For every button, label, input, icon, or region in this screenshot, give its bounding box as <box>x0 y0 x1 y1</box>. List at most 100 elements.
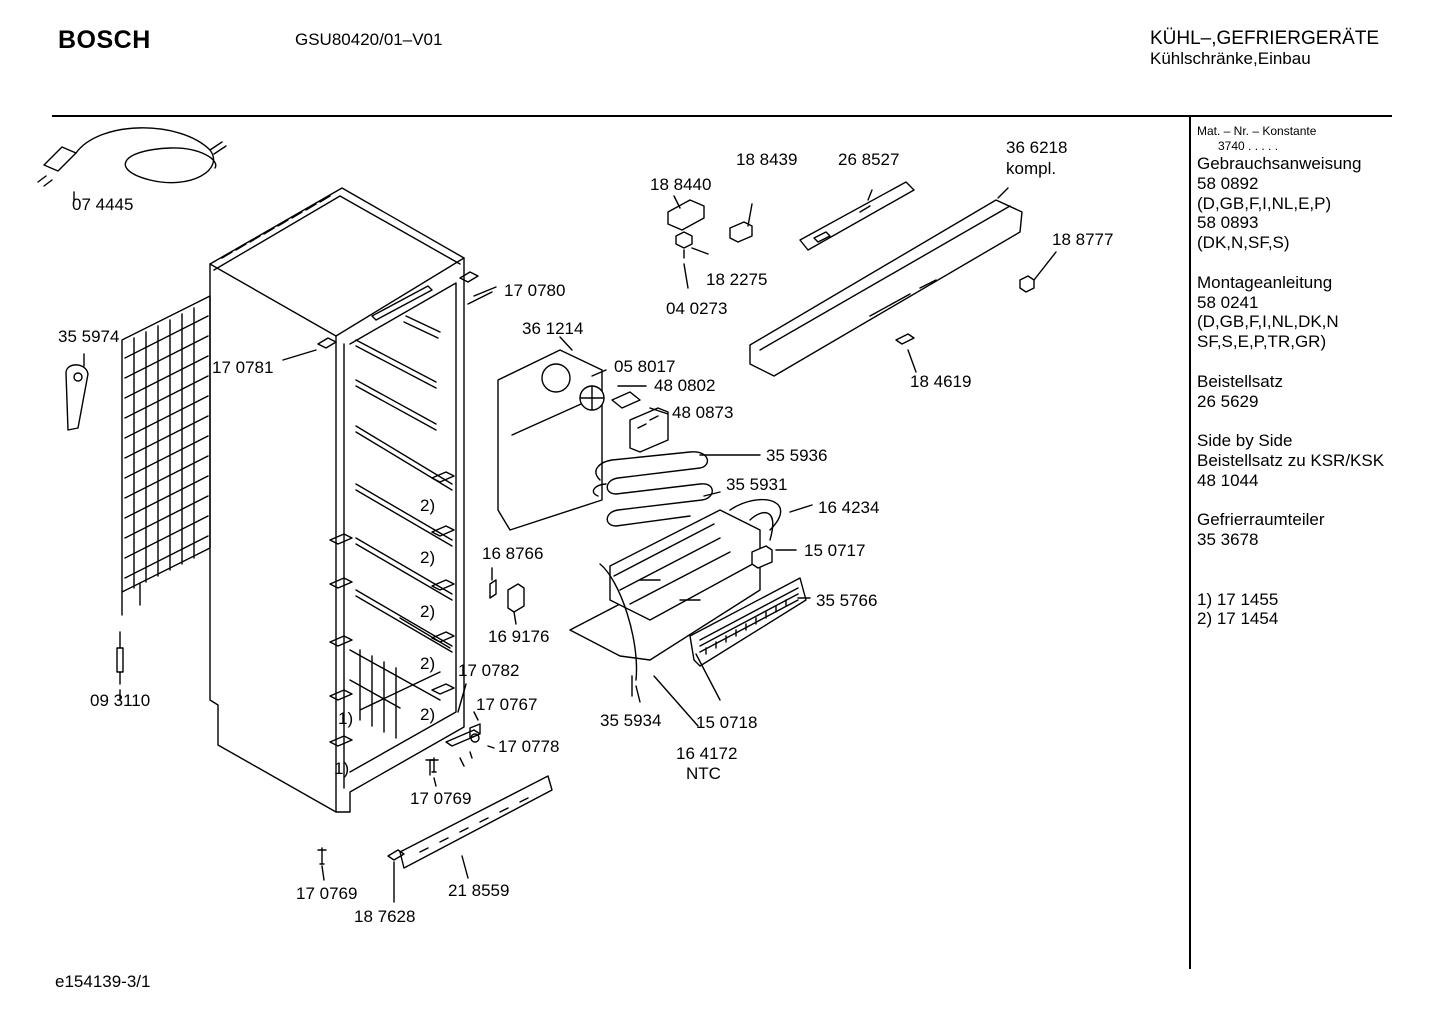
category-subtitle: Kühlschränke,Einbau <box>1150 49 1311 68</box>
footnote-marker: 1) <box>338 709 353 728</box>
sidebar-line: Montageanleitung <box>1197 272 1333 292</box>
motor-bracket-part <box>629 407 669 453</box>
freezer-drawer-part <box>569 509 807 667</box>
sidebar-line: 35 3678 <box>1197 530 1259 550</box>
sidebar-spacer <box>1197 253 1437 273</box>
footnote-marker: 2) <box>420 602 435 621</box>
footnote-marker: 1) <box>334 759 349 778</box>
sidebar-line: Beistellsatz <box>1197 371 1283 391</box>
label-480802: 48 0802 <box>654 376 715 395</box>
callout-labels: 07 4445 35 5974 09 3110 17 0781 17 0780 … <box>58 138 1113 926</box>
sidebar-header: Mat. – Nr. – Konstante <box>1197 124 1317 138</box>
label-164234: 16 4234 <box>818 498 879 517</box>
knob-part <box>1019 275 1035 293</box>
sidebar-line: (D,GB,F,I,NL,E,P) <box>1197 193 1332 213</box>
label-355931: 35 5931 <box>726 475 787 494</box>
sidebar-lines: Gebrauchsanweisung 58 0892 (D,GB,F,I,NL,… <box>1197 154 1437 629</box>
label-355936: 35 5936 <box>766 446 827 465</box>
sidebar-line: 58 0241 <box>1197 292 1259 312</box>
label-150718: 15 0718 <box>696 713 757 732</box>
parts-sidebar: Mat. – Nr. – Konstante 3740 . . . . . Ge… <box>1197 124 1437 629</box>
sidebar-line: SF,S,E,P,TR,GR) <box>1197 332 1327 352</box>
temperature-controller-part <box>667 199 705 259</box>
category-title: KÜHL–,GEFRIERGERÄTE <box>1150 28 1380 49</box>
sensor-clip-part <box>489 579 525 613</box>
footnote-marker: 2) <box>420 496 435 515</box>
label-188777: 18 8777 <box>1052 230 1113 249</box>
label-040273: 04 0273 <box>666 299 727 318</box>
label-268527: 26 8527 <box>838 150 899 169</box>
label-170780: 17 0780 <box>504 281 565 300</box>
label-361214: 36 1214 <box>522 319 583 338</box>
label-188440: 18 8440 <box>650 175 711 194</box>
label-150717: 15 0717 <box>804 541 865 560</box>
model-number: GSU80420/01–V01 <box>295 30 443 49</box>
air-duct-cover-part <box>497 349 603 531</box>
label-168766: 16 8766 <box>482 544 543 563</box>
sensor-cable-part <box>599 498 782 697</box>
sidebar-line: 1) 17 1455 <box>1197 589 1279 609</box>
label-184619: 18 4619 <box>910 372 971 391</box>
label-170769-upper: 17 0769 <box>410 789 471 808</box>
sidebar-line: Gebrauchsanweisung <box>1197 154 1362 173</box>
control-panel-part <box>749 199 1023 377</box>
sidebar-line: 58 0893 <box>1197 213 1259 233</box>
label-170781: 17 0781 <box>212 358 273 377</box>
hinge-part <box>425 723 481 776</box>
cabinet-body-part <box>209 187 479 813</box>
sidebar-spacer <box>1197 491 1437 511</box>
label-164172-ntc: NTC <box>686 764 721 783</box>
label-074445: 07 4445 <box>72 195 133 214</box>
lamp-holder-part <box>729 221 753 243</box>
screw-part <box>317 757 439 865</box>
evaporator-coil-part <box>592 451 713 527</box>
sidebar-line: 2) 17 1454 <box>1197 609 1279 629</box>
condenser-coil-part <box>121 295 211 616</box>
sidebar-line: 26 5629 <box>1197 391 1259 411</box>
sidebar-line: Gefrierraumteiler <box>1197 510 1325 530</box>
sidebar-spacer <box>1197 352 1437 372</box>
label-480873: 48 0873 <box>672 403 733 422</box>
sidebar-spacer <box>1197 550 1437 570</box>
power-cord-part <box>37 127 227 187</box>
sidebar-spacer <box>1197 570 1437 590</box>
drain-tube-part <box>65 364 89 431</box>
sidebar-line: Side by Side <box>1197 431 1293 451</box>
label-170778: 17 0778 <box>498 737 559 756</box>
label-164172: 16 4172 <box>676 744 737 763</box>
label-058017: 05 8017 <box>614 357 675 376</box>
label-188439: 18 8439 <box>736 150 797 169</box>
label-170782: 17 0782 <box>458 661 519 680</box>
label-182275: 18 2275 <box>706 270 767 289</box>
callout-leaders <box>73 187 1057 903</box>
label-187628: 18 7628 <box>354 907 415 926</box>
sidebar-line: 58 0892 <box>1197 173 1259 193</box>
sidebar-constant: 3740 . . . . . <box>1218 139 1279 153</box>
drawing-id: e154139-3/1 <box>55 972 151 991</box>
sidebar-line: (D,GB,F,I,NL,DK,N <box>1197 312 1339 332</box>
dryer-filter-part <box>116 631 124 685</box>
label-170767: 17 0767 <box>476 695 537 714</box>
label-169176: 16 9176 <box>488 627 549 646</box>
footnote-marker: 2) <box>420 548 435 567</box>
header-divider <box>52 115 1392 117</box>
label-355766: 35 5766 <box>816 591 877 610</box>
label-093110: 09 3110 <box>90 691 150 710</box>
sidebar-divider <box>1189 117 1191 969</box>
footnote-marker: 2) <box>420 654 435 673</box>
label-218559: 21 8559 <box>448 881 509 900</box>
plinth-part <box>387 775 553 869</box>
electronic-module-part <box>799 181 915 251</box>
sidebar-line: (DK,N,SF,S) <box>1197 233 1290 253</box>
sidebar-line: 48 1044 <box>1197 470 1259 490</box>
label-355934: 35 5934 <box>600 711 661 730</box>
footnote-marker: 2) <box>420 705 435 724</box>
label-355974: 35 5974 <box>58 327 119 346</box>
sidebar-spacer <box>1197 411 1437 431</box>
fan-part <box>579 385 641 411</box>
label-366218: 36 6218 <box>1006 138 1067 157</box>
brand-logo: BOSCH <box>58 26 151 54</box>
sidebar-line: Beistellsatz zu KSR/KSK <box>1197 450 1385 470</box>
label-366218-kompl: kompl. <box>1006 159 1056 178</box>
